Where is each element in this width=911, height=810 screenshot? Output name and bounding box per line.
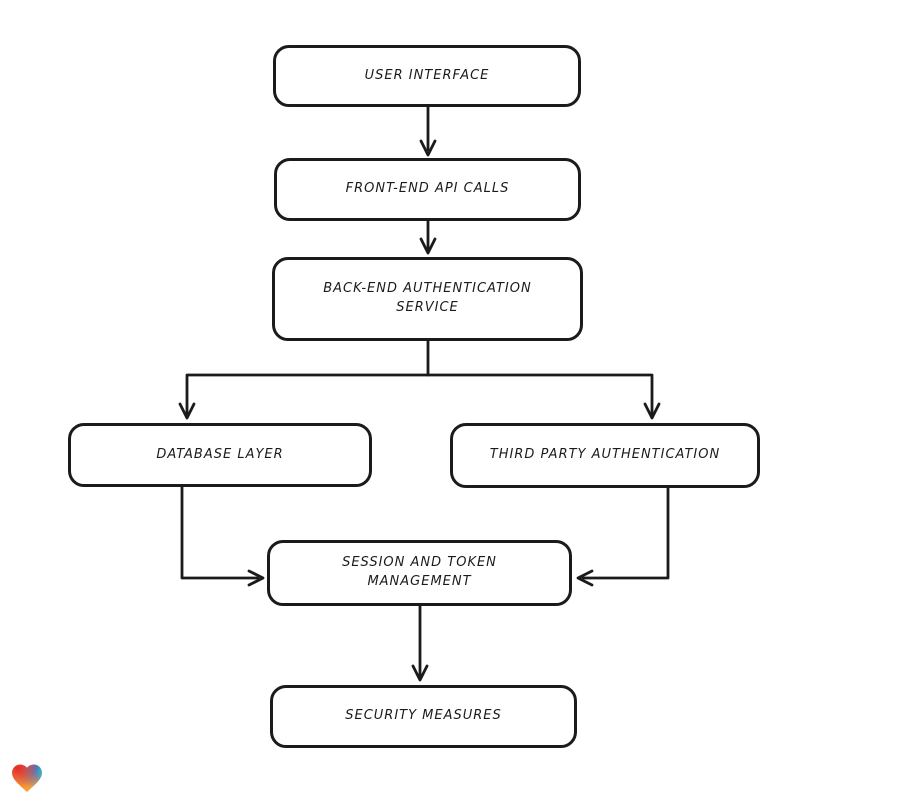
node-security-measures: SECURITY MEASURES (270, 685, 577, 748)
heart-shape (9, 760, 45, 796)
edge-back-end-authentication-to-third-party-authentication (426, 373, 661, 420)
edge-session-and-token-management-to-security-measures (411, 604, 429, 682)
gradient-heart-logo[interactable] (8, 760, 46, 796)
edge-back-end-authentication-to-database-layer (178, 339, 430, 420)
node-session-and-token-management: SESSION AND TOKEN MANAGEMENT (267, 540, 572, 606)
node-back-end-authentication-service: BACK-END AUTHENTICATION SERVICE (272, 257, 583, 341)
node-database-layer-label: DATABASE LAYER (156, 446, 284, 462)
edge-front-end-api-calls-to-back-end-authentication (419, 219, 437, 255)
node-database-layer: DATABASE LAYER (68, 423, 372, 487)
node-third-party-authentication: THIRD PARTY AUTHENTICATION (450, 423, 760, 488)
edge-user-interface-to-front-end-api-calls (419, 105, 437, 157)
node-third-party-authentication-label: THIRD PARTY AUTHENTICATION (489, 447, 721, 463)
node-user-interface-label: USER INTERFACE (364, 67, 490, 83)
node-security-measures-label: SECURITY MEASURES (345, 708, 502, 724)
edge-database-layer-to-session-and-token-management (180, 485, 265, 587)
edge-third-party-authentication-to-session-and-token-management (576, 486, 670, 587)
node-back-end-authentication-service-label: BACK-END AUTHENTICATION SERVICE (323, 281, 532, 315)
node-front-end-api-calls-label: FRONT-END API CALLS (345, 181, 510, 197)
node-front-end-api-calls: FRONT-END API CALLS (274, 158, 581, 221)
node-session-and-token-management-label: SESSION AND TOKEN MANAGEMENT (342, 555, 497, 589)
node-user-interface: USER INTERFACE (273, 45, 581, 107)
